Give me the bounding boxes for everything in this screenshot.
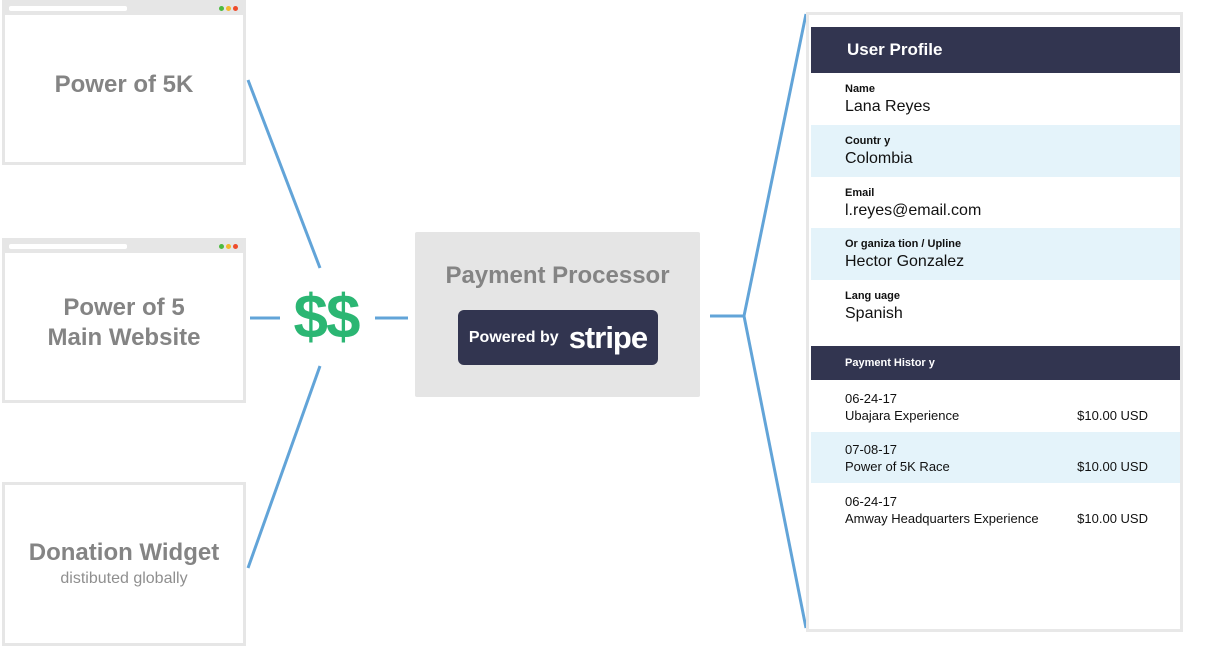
profile-field-country: Countr y Colombia bbox=[811, 125, 1180, 177]
money-symbol: $$ bbox=[293, 283, 361, 352]
payment-row: 07-08-17 Power of 5K Race $10.00 USD bbox=[811, 432, 1180, 483]
field-label: Email bbox=[845, 187, 875, 199]
stripe-badge: Powered by stripe bbox=[458, 310, 658, 365]
payment-event: Amway Headquarters Experience bbox=[845, 511, 1039, 526]
site-title-line: Power of 5 bbox=[63, 294, 185, 321]
yellow-dot-icon bbox=[226, 244, 231, 249]
address-bar bbox=[9, 244, 127, 249]
site-title-line: Main Website bbox=[47, 324, 201, 351]
profile-field-organization: Or ganiza tion / Upline Hector Gonzalez bbox=[811, 228, 1180, 280]
user-profile-panel: User Profile Name Lana Reyes Countr y Co… bbox=[806, 12, 1183, 632]
processor-title: Payment Processor bbox=[445, 262, 670, 289]
window-controls bbox=[219, 244, 238, 250]
site-subtitle: distibuted globally bbox=[60, 570, 188, 587]
payment-amount: $10.00 USD bbox=[1077, 459, 1148, 474]
field-value: Hector Gonzalez bbox=[845, 253, 965, 270]
payment-row: 06-24-17 Amway Headquarters Experience $… bbox=[811, 484, 1180, 535]
site-title-line: Donation Widget bbox=[28, 539, 220, 566]
field-value: l.reyes@email.com bbox=[845, 202, 982, 219]
field-label: Countr y bbox=[845, 135, 891, 147]
green-dot-icon bbox=[219, 6, 224, 11]
badge-prefix: Powered by bbox=[468, 328, 559, 346]
site-main-website: Power of 5 Main Website bbox=[2, 238, 246, 403]
red-dot-icon bbox=[233, 6, 238, 11]
red-dot-icon bbox=[233, 244, 238, 249]
field-label: Or ganiza tion / Upline bbox=[845, 238, 962, 250]
yellow-dot-icon bbox=[226, 6, 231, 11]
stripe-logo: stripe bbox=[568, 319, 648, 355]
browser-toolbar bbox=[5, 241, 243, 253]
field-label: Name bbox=[845, 83, 875, 95]
profile-field-name: Name Lana Reyes bbox=[811, 73, 1180, 125]
field-value: Colombia bbox=[845, 150, 913, 167]
connector-site3-to-money bbox=[246, 365, 322, 569]
field-value: Spanish bbox=[845, 305, 903, 322]
profile-field-email: Email l.reyes@email.com bbox=[811, 177, 1180, 229]
payment-row: 06-24-17 Ubajara Experience $10.00 USD bbox=[811, 381, 1180, 432]
browser-toolbar bbox=[5, 3, 243, 15]
field-label: Lang uage bbox=[845, 290, 901, 302]
payment-amount: $10.00 USD bbox=[1077, 408, 1148, 423]
site-title: Power of 5 Main Website bbox=[5, 293, 243, 353]
profile-title: User Profile bbox=[811, 27, 1180, 73]
profile-field-language: Lang uage Spanish bbox=[811, 280, 1180, 332]
site-title-line: Power of 5K bbox=[54, 71, 194, 98]
site-power-of-5k: Power of 5K bbox=[2, 0, 246, 165]
payment-date: 07-08-17 bbox=[845, 442, 898, 457]
site-title: Donation Widget bbox=[5, 538, 243, 568]
site-donation-widget: Donation Widget distibuted globally bbox=[2, 482, 246, 646]
payment-event: Ubajara Experience bbox=[845, 408, 960, 423]
green-dot-icon bbox=[219, 244, 224, 249]
payment-processor-box: Payment Processor Powered by stripe bbox=[415, 232, 700, 397]
payment-date: 06-24-17 bbox=[845, 391, 898, 406]
payment-event: Power of 5K Race bbox=[845, 459, 950, 474]
payment-history-title: Payment Histor y bbox=[811, 346, 1180, 380]
connector-bracket-to-profile bbox=[742, 13, 808, 629]
payment-amount: $10.00 USD bbox=[1077, 511, 1148, 526]
connector-site1-to-money bbox=[246, 79, 322, 269]
address-bar bbox=[9, 6, 127, 11]
field-value: Lana Reyes bbox=[845, 98, 931, 115]
payment-date: 06-24-17 bbox=[845, 494, 898, 509]
site-title: Power of 5K bbox=[5, 70, 243, 100]
window-controls bbox=[219, 6, 238, 12]
